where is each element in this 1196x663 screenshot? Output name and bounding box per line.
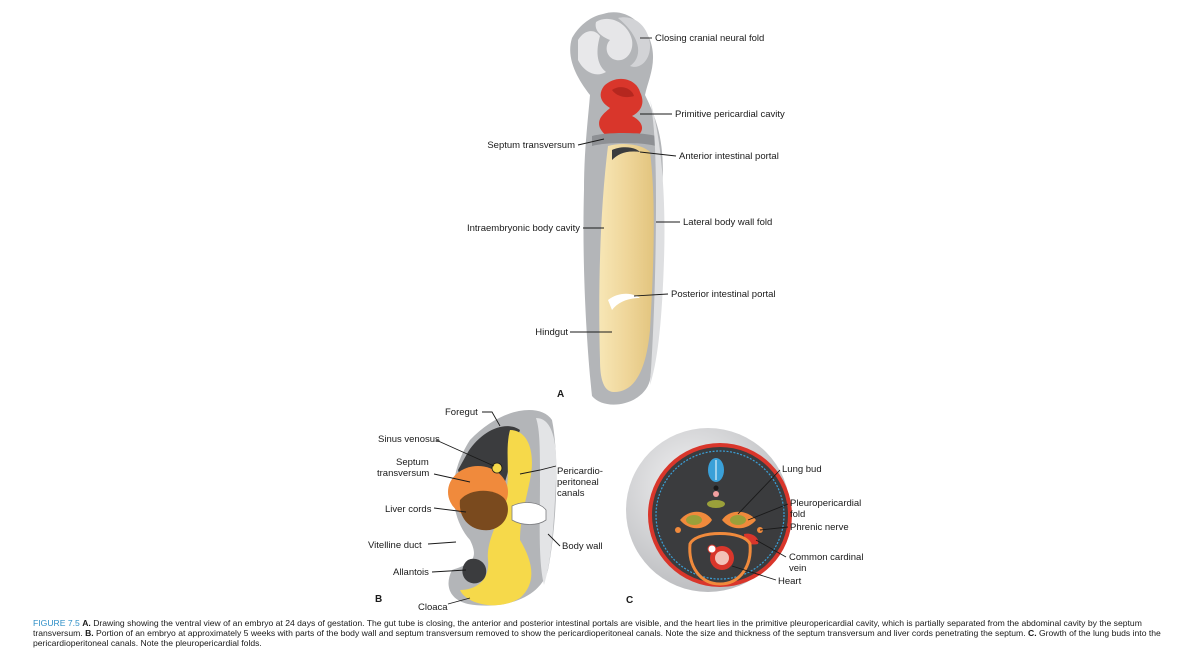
allantois [462,558,487,584]
septum-transversum-band [592,133,656,146]
anterior-intestinal-portal [612,147,640,160]
label-foregut: Foregut [445,407,478,418]
leader-liver-cords [433,507,467,513]
panel-c-cross-section: Lung bud Pleuropericardial fold Phrenic … [626,428,863,606]
pericardioperitoneal-canal [511,502,547,525]
panel-label-b: B [375,594,382,605]
label-closing-cranial-neural-fold: Closing cranial neural fold [655,33,764,44]
label-cloaca: Cloaca [418,602,448,612]
foregut-esophagus [707,500,725,508]
aorta [713,491,719,497]
leader-body-wall [547,533,561,547]
panel-b-embryo-section: Foregut Sinus venosus Septum transversum… [368,407,603,613]
label-septum-transversum: Septum transversum [487,140,575,151]
caption-b-text: Portion of an embryo at approximately 5 … [96,628,1026,638]
label-ccv-line2: vein [789,563,806,574]
leader-phrenic [759,526,789,531]
leader-septum-b [433,473,471,483]
label-intraembryonic-body-cavity: Intraembryonic body cavity [467,223,580,234]
leader-cloaca [447,597,471,605]
caption-c-label: C. [1028,628,1037,638]
label-lung-bud: Lung bud [782,464,822,475]
label-ccv-line1: Common cardinal [789,552,863,563]
leader-lung-bud [737,469,781,515]
leader-vitelline-duct [427,541,457,545]
label-pericardio-line1: Pericardio- [557,466,603,477]
figure-illustration: Closing cranial neural fold Primitive pe… [368,12,863,613]
label-septum-line1: Septum [396,457,429,468]
leader-heart [731,565,777,581]
body-cavity-dark [652,447,788,583]
label-allantois: Allantois [393,567,429,578]
label-anterior-intestinal-portal: Anterior intestinal portal [679,151,779,162]
caption-b-label: B. [85,628,94,638]
label-pleuro-line2: fold [790,509,805,520]
leader-posterior-portal [633,293,669,297]
cranial-fold-left [595,18,633,61]
caption-a-text: Drawing showing the ventral view of an e… [33,618,1142,638]
phrenic-nerve-left [675,527,681,533]
caption-figure-number: FIGURE 7.5 [33,618,80,628]
leader-pleuro-fold [747,503,789,521]
notochord [713,485,719,491]
label-lateral-body-wall-fold: Lateral body wall fold [683,217,772,228]
leader-septum [577,138,605,146]
label-sinus-venosus: Sinus venosus [378,434,440,445]
panel-label-c: C [626,595,633,606]
pericardial-sac [688,532,752,586]
heart-lumen [715,551,729,565]
cranial-fold-right [618,17,651,67]
label-phrenic-nerve: Phrenic nerve [790,522,849,533]
label-posterior-intestinal-portal: Posterior intestinal portal [671,289,776,300]
heart-inflow [707,544,717,554]
caption-c-text: Growth of the lung buds into the pericar… [33,628,1161,648]
heart-shade [612,87,634,98]
liver-cords [459,490,508,531]
panel-a-embryo: Closing cranial neural fold Primitive pe… [467,12,785,405]
label-heart: Heart [778,576,802,587]
posterior-intestinal-portal [608,293,640,310]
label-pleuro-line1: Pleuropericardial [790,498,861,509]
body-wall [536,418,557,585]
cranial-fold-lateral [578,31,606,75]
serous-membrane [655,450,785,580]
lateral-body-wall-fold [650,100,665,385]
lung-bud-left-core [686,515,702,525]
panel-label-a: A [557,389,564,400]
label-primitive-pericardial-cavity: Primitive pericardial cavity [675,109,785,120]
label-pericardio-line2: peritoneal [557,477,599,488]
label-hindgut: Hindgut [535,327,568,338]
label-pericardio-line3: canals [557,488,585,499]
leader-pericardio [519,465,557,475]
sinus-venosus [491,462,503,474]
lung-bud-right-core [730,515,746,525]
yolk-sac-region [599,144,654,392]
label-vitelline-duct: Vitelline duct [368,540,422,551]
label-liver-cords: Liver cords [385,504,432,515]
leader-ccv [755,539,787,558]
leader-anterior-portal [639,151,677,157]
label-septum-line2: transversum [377,468,429,479]
caption-a-label: A. [82,618,91,628]
leader-allantois [431,569,467,573]
figure-caption: FIGURE 7.5 A. Drawing showing the ventra… [33,618,1181,648]
leader-sinus-venosus [435,439,495,467]
gut-tube [460,430,532,606]
label-body-wall: Body wall [562,541,603,552]
leader-foregut [482,411,501,427]
